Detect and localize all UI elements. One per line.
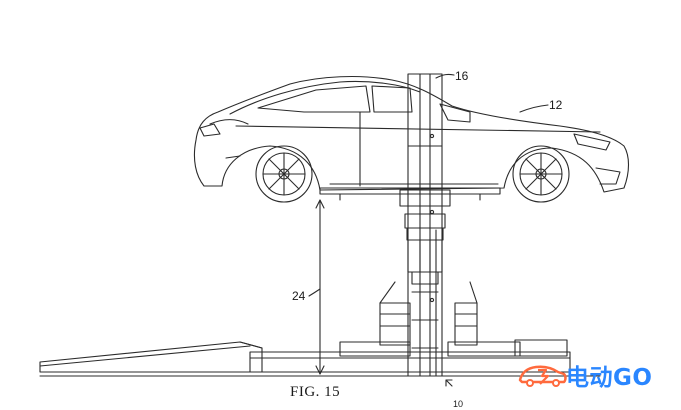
watermark-text: 电动GO bbox=[566, 365, 653, 391]
rear-wheel bbox=[255, 145, 313, 203]
label-10: 10 bbox=[453, 399, 464, 409]
vehicle bbox=[193, 75, 630, 193]
leader-12 bbox=[519, 104, 549, 113]
label-24: 24 bbox=[292, 289, 306, 303]
figure-caption: FIG. 15 bbox=[290, 384, 341, 400]
leader-10 bbox=[445, 379, 453, 387]
height-dimension bbox=[308, 199, 325, 375]
leader-16 bbox=[435, 73, 455, 79]
support-arm bbox=[319, 187, 501, 201]
base-platform bbox=[249, 281, 571, 373]
watermark: 电动GO bbox=[516, 356, 676, 391]
label-16: 16 bbox=[455, 69, 469, 83]
label-12: 12 bbox=[549, 98, 563, 112]
front-wheel bbox=[512, 145, 570, 203]
lift-column bbox=[399, 73, 451, 377]
ramp bbox=[39, 341, 263, 373]
car-logo-icon bbox=[518, 365, 567, 387]
